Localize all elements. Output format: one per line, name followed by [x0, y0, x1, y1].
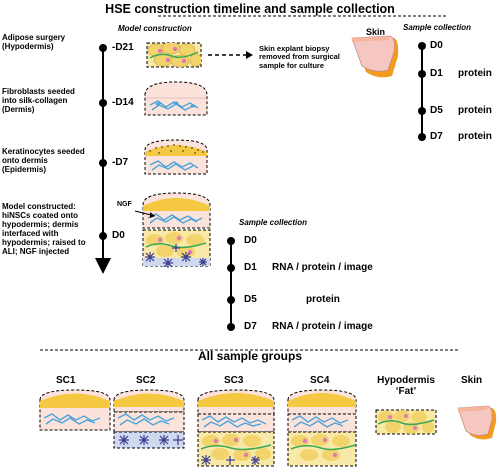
hse-dot-d0	[227, 237, 235, 245]
group-label-skin: Skin	[461, 375, 483, 386]
ngf-label: NGF	[117, 201, 132, 208]
skin-day-d5: D5	[430, 105, 443, 116]
day-label-d14: -D14	[112, 97, 134, 108]
diagram-title: HSE construction timeline and sample col…	[105, 2, 395, 16]
hse-dot-d1	[227, 264, 235, 272]
explant-arrowhead	[246, 51, 253, 59]
hse-day-d5: D5	[244, 294, 257, 305]
skin-explant-caption: Skin explant biopsy removed from surgica…	[259, 44, 340, 70]
timeline-dot-d0	[99, 232, 107, 240]
skin-explant-label: Skin	[366, 27, 386, 37]
skin-dot-d1	[418, 70, 426, 78]
hse-day-d1: D1	[244, 262, 257, 273]
skin-assay-d5: protein	[458, 105, 492, 116]
group-skin-illustration	[457, 405, 497, 440]
skin-day-d1: D1	[430, 68, 443, 79]
day-label-d0: D0	[112, 230, 125, 241]
step-d21-description: Adipose surgery (Hypodermis)	[2, 33, 66, 51]
timeline-dot-d14	[99, 99, 107, 107]
group-label-sc3: SC3	[224, 375, 244, 386]
group-sc3-illustration	[197, 389, 275, 467]
skin-day-d0: D0	[430, 40, 443, 51]
group-sc2-illustration	[113, 389, 185, 449]
skin-explant-icon	[351, 35, 399, 78]
group-label-sc4: SC4	[310, 375, 330, 386]
skin-day-d7: D7	[430, 131, 443, 142]
construct-block-d0	[134, 192, 211, 268]
skin-collection-heading: Sample collection	[403, 23, 472, 32]
hse-assay-d1: RNA / protein / image	[272, 262, 373, 273]
skin-assay-d1: protein	[458, 68, 492, 79]
groups-heading: All sample groups	[197, 349, 303, 363]
hse-collection-heading: Sample collection	[239, 218, 308, 227]
hse-day-d0: D0	[244, 235, 257, 246]
group-label-sc2: SC2	[136, 375, 156, 386]
hse-assay-d7: RNA / protein / image	[272, 321, 373, 332]
skin-dot-d7	[418, 133, 426, 141]
hse-dot-d5	[227, 296, 235, 304]
epidermis-block-d7	[144, 139, 208, 175]
group-hypodermis-illustration	[375, 409, 437, 435]
timeline-dot-d21	[99, 44, 107, 52]
day-label-d7: -D7	[112, 157, 129, 168]
group-sc4-illustration	[287, 389, 357, 467]
step-d7-description: Keratinocytes seeded onto dermis (Epider…	[2, 147, 85, 174]
timeline-dot-d7	[99, 159, 107, 167]
group-label-hypodermis: Hypodermis ‘Fat’	[377, 375, 435, 398]
skin-assay-d7: protein	[458, 131, 492, 142]
hse-assay-d5: protein	[306, 294, 340, 305]
dermis-block-d14	[144, 81, 208, 116]
hse-dot-d7	[227, 323, 235, 331]
step-d14-description: Fibroblasts seeded into silk-collagen (D…	[2, 87, 75, 114]
skin-dot-d0	[418, 42, 426, 50]
hse-day-d7: D7	[244, 321, 257, 332]
day-label-d21: -D21	[112, 42, 134, 53]
group-sc1-illustration	[39, 389, 111, 431]
model-construction-heading: Model construction	[118, 24, 192, 33]
step-d0-description: Model constructed: hiNSCs coated onto hy…	[2, 202, 86, 256]
group-label-sc1: SC1	[56, 375, 76, 386]
hypodermis-block-d21	[146, 42, 202, 68]
skin-dot-d5	[418, 107, 426, 115]
